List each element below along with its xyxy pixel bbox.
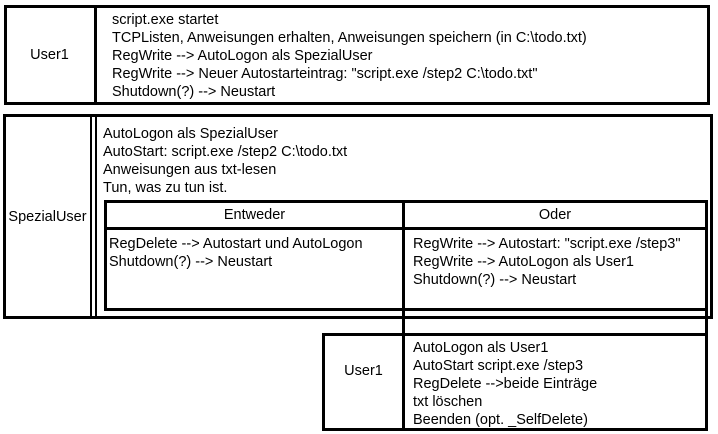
diagram-line: Tun, was zu tun ist. bbox=[103, 180, 228, 196]
branch-table-header-border bbox=[104, 227, 708, 230]
branch-right-header: Oder bbox=[538, 207, 572, 223]
diagram-line: RegDelete -->beide Einträge bbox=[413, 376, 598, 392]
diagram-line: RegWrite --> Autostart: "script.exe /ste… bbox=[413, 236, 681, 252]
diagram-line: RegWrite --> Neuer Autostarteintrag: "sc… bbox=[112, 66, 538, 82]
middle-box-divider-outer bbox=[90, 114, 93, 319]
branch-table-right-border bbox=[705, 200, 708, 431]
diagram-line: Beenden (opt. _SelfDelete) bbox=[413, 412, 588, 428]
diagram-line: RegDelete --> Autostart und AutoLogon bbox=[109, 236, 363, 252]
branch-left-header: Entweder bbox=[223, 207, 286, 223]
middle-box-content: AutoLogon als SpezialUser AutoStart: scr… bbox=[103, 125, 347, 197]
diagram-line: Shutdown(?) --> Neustart bbox=[413, 272, 577, 288]
bottom-box-label: User1 bbox=[344, 363, 383, 379]
diagram-line: RegWrite --> AutoLogon als User1 bbox=[413, 254, 634, 270]
top-box-divider bbox=[94, 5, 97, 105]
diagram-line: Shutdown(?) --> Neustart bbox=[109, 254, 273, 270]
bottom-box bbox=[322, 333, 708, 431]
middle-box bbox=[3, 114, 713, 319]
branch-table-bottom-border bbox=[104, 308, 708, 311]
diagram-line: AutoLogon als SpezialUser bbox=[103, 126, 278, 142]
diagram-line: Anweisungen aus txt-lesen bbox=[103, 162, 277, 178]
branch-right-content: RegWrite --> Autostart: "script.exe /ste… bbox=[413, 235, 681, 289]
branch-table-middle-border bbox=[402, 200, 405, 431]
diagram-line: AutoStart: script.exe /step2 C:\todo.txt bbox=[103, 144, 348, 160]
branch-table-top-border bbox=[104, 200, 708, 203]
diagram-line: AutoLogon als User1 bbox=[413, 340, 549, 356]
branch-left-content: RegDelete --> Autostart und AutoLogon Sh… bbox=[109, 235, 363, 271]
diagram-line: script.exe startet bbox=[112, 12, 219, 28]
top-box-label: User1 bbox=[30, 47, 69, 63]
bottom-box-content: AutoLogon als User1 AutoStart script.exe… bbox=[413, 339, 597, 429]
middle-box-divider-inner bbox=[94, 114, 97, 319]
diagram-line: Shutdown(?) --> Neustart bbox=[112, 84, 276, 100]
diagram-line: AutoStart script.exe /step3 bbox=[413, 358, 584, 374]
diagram-line: RegWrite --> AutoLogon als SpezialUser bbox=[112, 48, 373, 64]
top-box-content: script.exe startet TCPListen, Anweisunge… bbox=[112, 11, 587, 101]
branch-table-left-border bbox=[104, 200, 107, 310]
diagram-line: txt löschen bbox=[413, 394, 483, 410]
top-box bbox=[4, 5, 710, 105]
middle-box-label: SpezialUser bbox=[8, 208, 87, 225]
diagram-line: TCPListen, Anweisungen erhalten, Anweisu… bbox=[112, 30, 587, 46]
